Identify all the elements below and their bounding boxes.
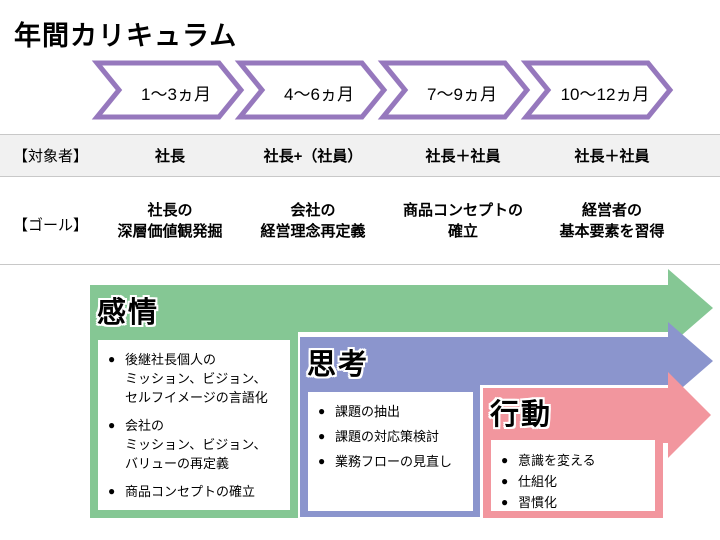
- target-value-2: 社長+（社員）: [263, 148, 363, 165]
- phase-label-1: 1〜3ヵ月: [141, 85, 211, 104]
- bullet-icon: ●: [318, 404, 326, 418]
- phase-label-3: 7〜9ヵ月: [427, 85, 497, 104]
- thinking-section: 思考 ● 課題の抽出 ● 課題の対応策検討 ● 業務フローの見直し: [300, 337, 480, 517]
- bullet-icon: ●: [108, 484, 116, 498]
- action-title: 行動: [490, 399, 553, 431]
- thinking-title: 思考: [307, 349, 370, 381]
- goal-row-label: 【ゴール】: [13, 217, 89, 234]
- goal-value-1: 社長の 深層価値観発掘: [117, 202, 223, 240]
- bullet-icon: ●: [108, 352, 116, 366]
- goal-value-2: 会社の 経営理念再定義: [260, 202, 366, 240]
- bullet-icon: ●: [108, 418, 116, 432]
- list-item: ● 仕組化: [501, 471, 647, 492]
- bullet-icon: ●: [501, 453, 509, 467]
- chevron-phase-3: [377, 60, 531, 120]
- target-row-label: 【対象者】: [13, 148, 89, 165]
- thinking-bullet-box: ● 課題の抽出 ● 課題の対応策検討 ● 業務フローの見直し: [308, 392, 473, 511]
- goal-value-4: 経営者の 基本要素を習得: [559, 202, 665, 240]
- emotion-title: 感情: [97, 297, 160, 329]
- target-row: [0, 134, 720, 177]
- list-item: ● 会社の ミッション、ビジョン、 バリューの再定義: [108, 418, 267, 471]
- list-item: ● 商品コンセプトの確立: [108, 484, 256, 499]
- target-value-3: 社長＋社員: [425, 148, 501, 165]
- bullet-icon: ●: [501, 474, 509, 488]
- goal-value-3: 商品コンセプトの 確立: [402, 202, 523, 240]
- list-item: ● 課題の対応策検討: [318, 429, 440, 444]
- chevron-phase-1: [91, 60, 245, 120]
- emotion-section: 感情 ● 後継社長個人の ミッション、ビジョン、 セルフイメージの言語化 ● 会…: [90, 285, 298, 518]
- page-title: 年間カリキュラム: [14, 21, 238, 51]
- action-bullet-box: ● 意識を変える ● 仕組化 ● 習慣化: [491, 440, 655, 511]
- action-section: 行動 ● 意識を変える ● 仕組化 ● 習慣化: [483, 388, 663, 518]
- phase-label-4: 10〜12ヵ月: [560, 85, 650, 104]
- target-value-1: 社長: [154, 148, 185, 165]
- list-item: ● 後継社長個人の ミッション、ビジョン、 セルフイメージの言語化: [108, 352, 268, 405]
- list-item: ● 業務フローの見直し: [318, 454, 453, 469]
- emotion-bullet-box: ● 後継社長個人の ミッション、ビジョン、 セルフイメージの言語化 ● 会社の …: [98, 340, 290, 510]
- bullet-icon: ●: [318, 429, 326, 443]
- list-item: ● 意識を変える: [501, 450, 647, 471]
- bullet-icon: ●: [318, 454, 326, 468]
- target-value-4: 社長＋社員: [574, 148, 650, 165]
- goal-row-divider: [0, 264, 720, 265]
- bullet-icon: ●: [501, 495, 509, 509]
- list-item: ● 習慣化: [501, 492, 647, 513]
- list-item: ● 課題の抽出: [318, 404, 401, 419]
- chevron-phase-2: [234, 60, 388, 120]
- chevron-phase-4: [520, 60, 674, 120]
- phase-label-2: 4〜6ヵ月: [284, 85, 354, 104]
